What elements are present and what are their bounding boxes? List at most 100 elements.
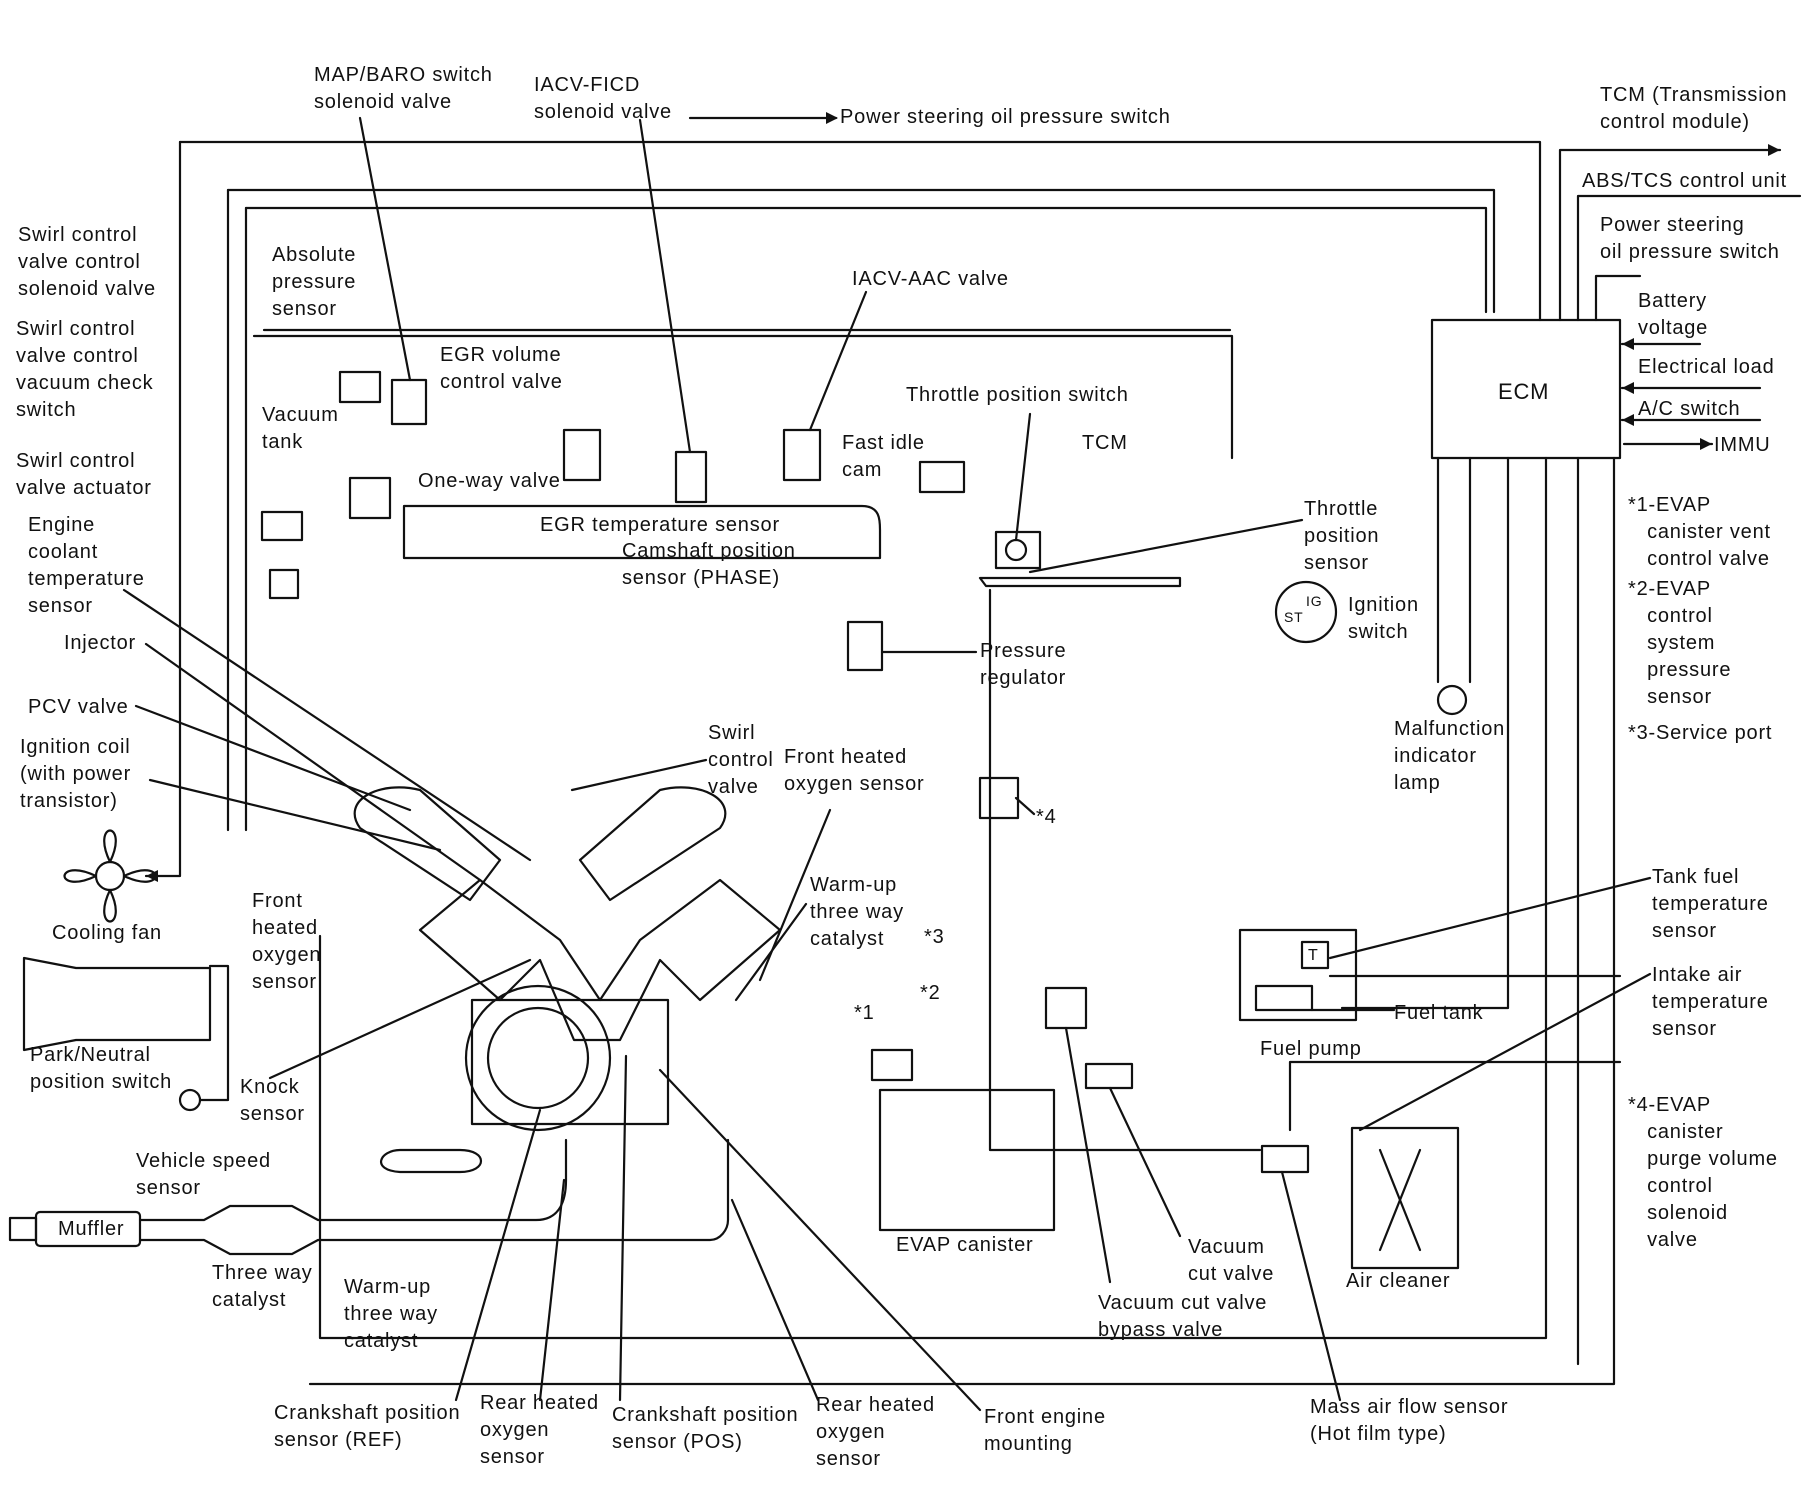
label-front-ho2-top: Front heated oxygen sensor <box>784 746 925 795</box>
label-vehicle-speed: Vehicle speed sensor <box>136 1150 271 1199</box>
cylinder-head-right <box>578 786 727 902</box>
ignition-switch-dial <box>1274 580 1338 644</box>
cylinder-head-left <box>353 786 502 902</box>
arrow-ecm-battery <box>1622 338 1634 350</box>
ecm-lower-4 <box>318 456 1548 1340</box>
label-engine-coolant: Engine coolant temperature sensor <box>28 514 145 617</box>
label-muffler: Muffler <box>58 1218 125 1240</box>
label-one-way-valve: One-way valve <box>418 470 561 492</box>
engine-lower-block <box>470 998 670 1126</box>
label-iacv-ficd: IACV-FICD solenoid valve <box>534 74 672 123</box>
leader-vacuum-cut <box>1108 1086 1182 1238</box>
leader-aac <box>808 290 868 432</box>
label-star-4: *4 <box>1036 806 1057 828</box>
ecm-lower-3 <box>1340 456 1510 1010</box>
label-park-neutral: Park/Neutral position switch <box>30 1044 173 1093</box>
swirl-check-block <box>268 568 300 600</box>
label-tank-fuel-temperature: Tank fuel temperature sensor <box>1652 866 1769 942</box>
muffler-tip <box>8 1216 38 1242</box>
iacv-ficd-block <box>674 450 708 504</box>
ecm-lower-6 <box>308 456 1616 1386</box>
label-note-4: *4-EVAP canister purge volume control so… <box>1628 1094 1778 1251</box>
leader-map <box>358 116 412 382</box>
label-iacv-aac: IACV-AAC valve <box>852 268 1009 290</box>
leader-maf <box>1280 1170 1342 1402</box>
label-knock-sensor: Knock sensor <box>240 1076 305 1125</box>
label-camshaft-phase: Camshaft position sensor (PHASE) <box>622 540 796 589</box>
throttle-plate <box>1004 538 1028 562</box>
purge-solenoid-block <box>978 776 1020 820</box>
label-crank-pos: Crankshaft position sensor (POS) <box>612 1404 799 1453</box>
label-ecm: ECM <box>1498 379 1550 404</box>
label-egr-temperature: EGR temperature sensor <box>540 514 780 536</box>
fan-blades <box>63 829 157 923</box>
arrow-ecm-elec <box>1622 382 1634 394</box>
leader-mounting <box>658 1068 982 1412</box>
ignition-switch-ig: IG <box>1306 593 1323 609</box>
air-cleaner-box <box>1350 1126 1460 1270</box>
throttle-body <box>994 530 1042 570</box>
label-star-1: *1 <box>854 1002 875 1024</box>
label-front-engine-mounting: Front engine mounting <box>984 1406 1106 1455</box>
arrow-ps-top <box>826 112 838 124</box>
leader-warmup <box>734 902 808 1002</box>
leader-coil <box>148 778 442 852</box>
tank-sensor-block <box>1300 940 1330 970</box>
label-throttle-position-sensor: Throttle position sensor <box>1304 498 1380 574</box>
leader-tank-sensor <box>1328 876 1652 960</box>
park-switch-wire <box>198 964 230 1102</box>
leader-star4 <box>1014 796 1036 816</box>
iacv-aac-block <box>782 428 822 482</box>
label-tcm-small: TCM <box>1082 432 1128 454</box>
label-crank-ref: Crankshaft position sensor (REF) <box>274 1402 461 1451</box>
leader-tps-switch <box>1014 412 1032 542</box>
intake-plenum <box>402 504 882 560</box>
arrow-tcm <box>1768 144 1780 156</box>
label-evap-canister: EVAP canister <box>896 1234 1034 1256</box>
leader-crank-ref <box>454 1108 542 1402</box>
crankshaft-pulley <box>464 984 612 1132</box>
label-star-3: *3 <box>924 926 945 948</box>
label-star-2: *2 <box>920 982 941 1004</box>
exhaust-pipe-upper <box>138 1138 568 1222</box>
label-egr-volume: EGR volume control valve <box>440 344 563 393</box>
harness-mid <box>252 334 1234 460</box>
label-vacuum-cut-valve: Vacuum cut valve <box>1188 1236 1275 1285</box>
warmup-catalyst-left <box>379 1148 482 1174</box>
swirl-solenoid-block <box>260 510 304 542</box>
engine-v-outline <box>418 878 782 1042</box>
label-fast-idle-cam: Fast idle cam <box>842 432 925 481</box>
label-battery-voltage: Battery voltage <box>1638 290 1709 339</box>
label-note-2: *2-EVAP control system pressure sensor <box>1628 578 1732 708</box>
leader-swirl-valve <box>570 758 708 792</box>
bypass-valve <box>1044 986 1088 1030</box>
fan-hub <box>94 860 126 892</box>
label-cooling-fan: Cooling fan <box>52 922 162 944</box>
label-immu: IMMU <box>1714 434 1771 456</box>
label-malfunction-lamp: Malfunction indicator lamp <box>1394 718 1506 794</box>
leader-pcv <box>134 704 412 812</box>
label-fuel-pump: Fuel pump <box>1260 1038 1362 1060</box>
label-absolute-pressure: Absolute pressure sensor <box>272 244 357 320</box>
ecm-box <box>1430 318 1622 460</box>
label-note-3: *3-Service port <box>1628 722 1773 744</box>
label-swirl-control-valve: Swirl control valve <box>708 722 774 798</box>
label-air-cleaner: Air cleaner <box>1346 1270 1451 1292</box>
label-pcv-valve: PCV valve <box>28 696 129 718</box>
label-ac-switch: A/C switch <box>1638 398 1741 420</box>
label-swirl-actuator: Swirl control valve actuator <box>16 450 152 499</box>
harness-top-3 <box>244 206 1488 314</box>
maf-block <box>1260 1144 1310 1174</box>
leader-intake-sensor <box>1358 972 1652 1132</box>
intake-sensor-wire <box>1288 1060 1622 1132</box>
leader-ficd <box>638 118 692 454</box>
label-pressure-regulator: Pressure regulator <box>980 640 1067 689</box>
label-ps-oil-switch-top: Power steering oil pressure switch <box>840 106 1171 128</box>
leader-rear-ho2-right <box>730 1198 820 1402</box>
label-maf-sensor: Mass air flow sensor (Hot film type) <box>1310 1396 1509 1445</box>
label-map-baro-switch: MAP/BARO switch solenoid valve <box>314 64 493 113</box>
label-tcm-module: TCM (Transmission control module) <box>1600 84 1788 133</box>
abs-output <box>1576 194 1802 322</box>
mil-lamp <box>1436 684 1468 716</box>
